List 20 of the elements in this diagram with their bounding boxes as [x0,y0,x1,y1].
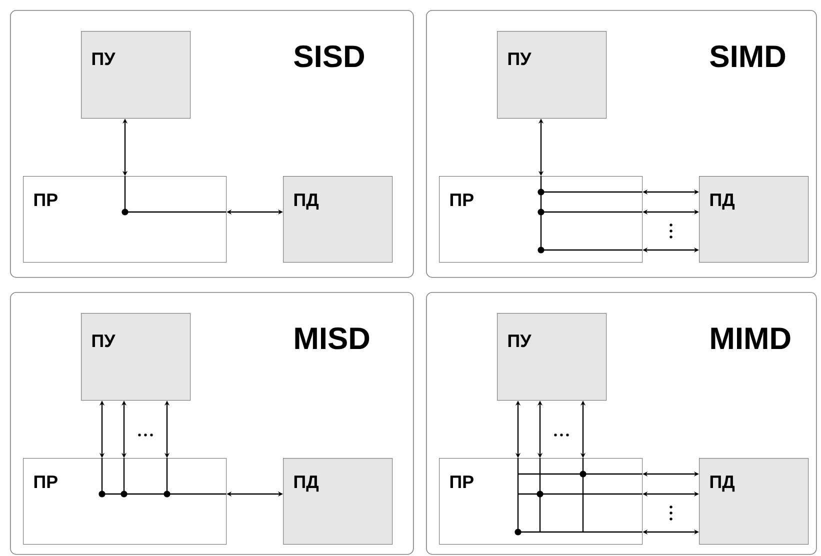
block-box: ПУ [81,313,191,401]
panel-title: MISD [295,327,370,350]
block-box: ПУ [497,31,607,119]
panel [426,292,817,555]
panel [10,292,414,555]
block-box: ПУ [497,313,607,401]
panel [10,10,414,278]
block-box: ПР [439,176,643,263]
panel [426,10,817,278]
block-box: ПР [439,458,643,545]
block-box: ПР [23,176,227,263]
block-box: ПД [283,176,393,263]
block-box: ПУ [81,31,191,119]
panel-title: SISD [294,45,364,68]
panel-title: MIMD [711,328,790,349]
block-box: ПР [23,458,227,545]
block-box: ПД [283,458,393,545]
block-box: ПД [699,458,809,545]
block-box: ПД [699,176,809,263]
panel-title: SIMD [710,45,786,68]
